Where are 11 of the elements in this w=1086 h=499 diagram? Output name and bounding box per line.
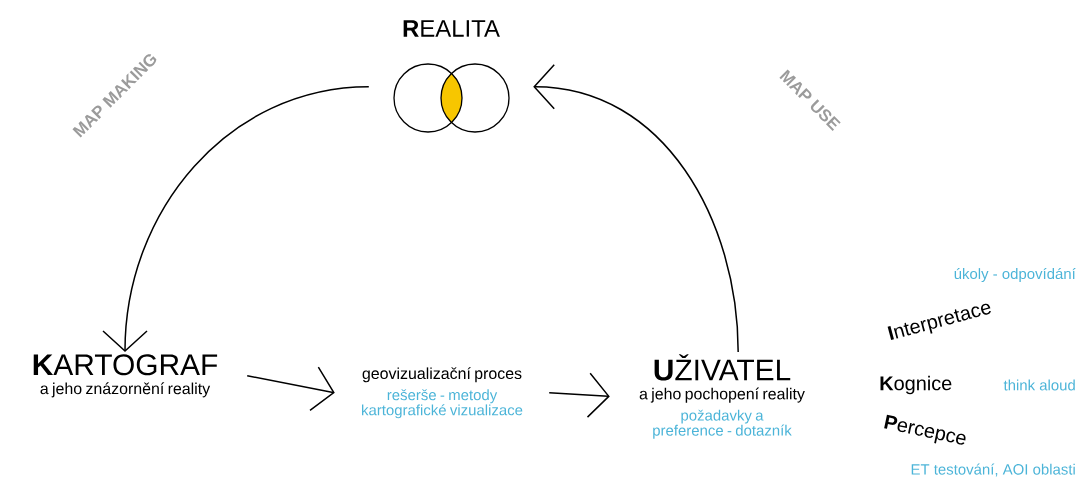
- method-label: think aloud: [1003, 379, 1075, 391]
- arrow: [533, 64, 739, 353]
- process-text: UŽIVATEL a jeho pochopení reality požadavky a preference - dotazník: [639, 354, 805, 439]
- process-text: KARTOGRAF a jeho znázornění reality: [33, 354, 218, 398]
- process-label: Kognice: [880, 375, 952, 395]
- method-label: úkoly - odpovídání: [954, 267, 1076, 283]
- arrow: [102, 86, 370, 352]
- title-text: REALITA: [403, 20, 500, 37]
- process-text: geovizualizační proces rešerše - metody kartografické vizualizace: [362, 367, 523, 419]
- method-label: ET testování, AOI oblasti: [911, 463, 1075, 477]
- process-label: Percepce: [884, 414, 966, 445]
